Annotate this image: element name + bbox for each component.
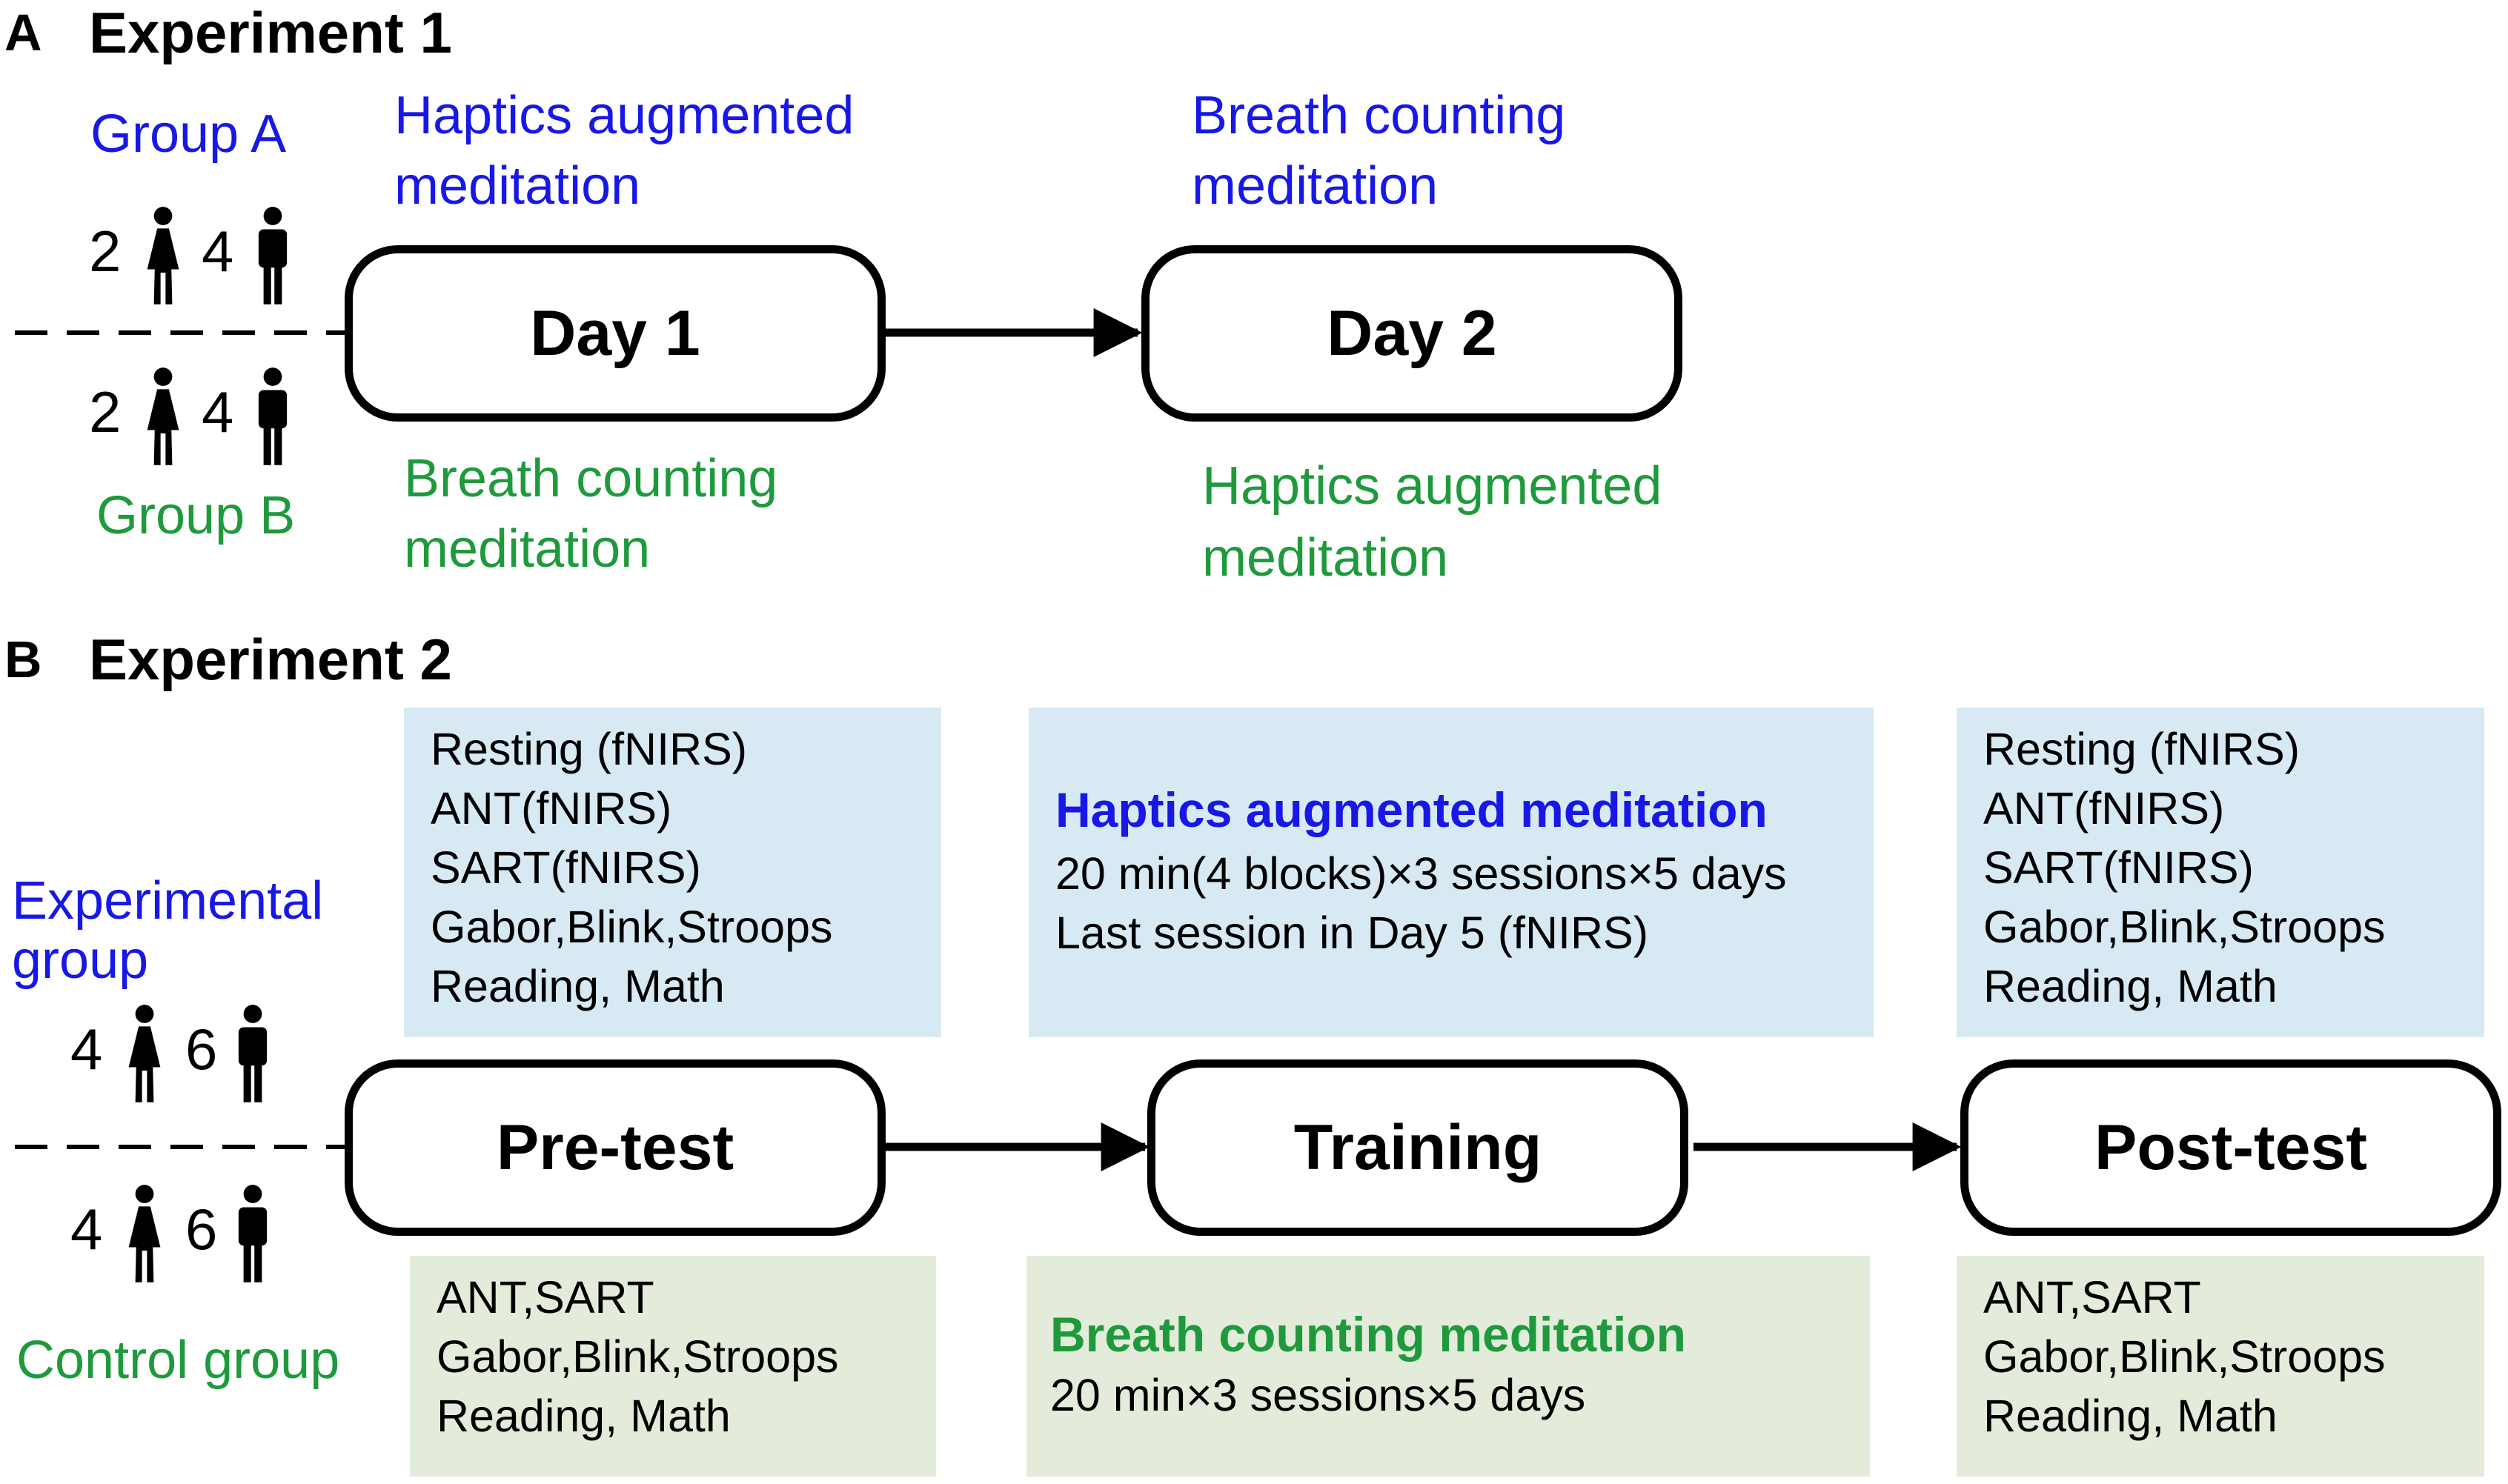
pretest-experimental-item: ANT(fNIRS) — [431, 783, 672, 833]
exp2-experimental-group-label-line2: group — [12, 931, 149, 990]
posttest-control-info-box: ANT,SART Gabor,Blink,Stroops Reading, Ma… — [1957, 1256, 2484, 1477]
exp1-group-a-female-count: 2 — [89, 219, 122, 284]
training-control-heading: Breath counting meditation — [1050, 1307, 1686, 1362]
stage-posttest-node: Post-test — [1960, 1059, 2501, 1236]
exp1-group-a-female-icon — [147, 207, 179, 305]
exp1-group-b-male-count: 4 — [202, 379, 234, 445]
exp1-group-a-male-icon — [258, 207, 288, 305]
stage-pretest-label: Pre-test — [496, 1111, 734, 1183]
pretest-control-info-box: ANT,SART Gabor,Blink,Stroops Reading, Ma… — [410, 1256, 936, 1477]
exp1-day2-group-a-condition-line2: meditation — [1192, 156, 1439, 216]
exp2-experimental-male-count: 6 — [185, 1016, 218, 1082]
exp1-day1-group-b-condition-line2: meditation — [404, 519, 651, 579]
posttest-experimental-item: Reading, Math — [1983, 961, 2278, 1011]
posttest-control-item: Reading, Math — [1983, 1391, 2278, 1441]
exp1-day2-group-b-condition-line1: Haptics augmented — [1202, 456, 1662, 516]
pretest-experimental-item: Gabor,Blink,Stroops — [431, 902, 833, 952]
pretest-control-item: Gabor,Blink,Stroops — [437, 1331, 839, 1382]
exp1-group-a-label: Group A — [90, 104, 287, 164]
pretest-experimental-info-box: Resting (fNIRS) ANT(fNIRS) SART(fNIRS) G… — [404, 708, 941, 1037]
exp2-control-male-count: 6 — [185, 1197, 218, 1262]
exp1-day1-group-b-condition-line1: Breath counting — [404, 449, 778, 508]
stage-pretest-node: Pre-test — [345, 1059, 886, 1236]
pretest-experimental-item: Resting (fNIRS) — [431, 724, 748, 774]
exp1-group-b-label: Group B — [96, 486, 296, 545]
pretest-experimental-item: Reading, Math — [431, 961, 725, 1011]
training-experimental-item: 20 min(4 blocks)×3 sessions×5 days — [1055, 848, 1787, 899]
posttest-control-item: ANT,SART — [1983, 1272, 2201, 1322]
posttest-experimental-item: SART(fNIRS) — [1983, 842, 2254, 893]
posttest-control-item: Gabor,Blink,Stroops — [1983, 1331, 2386, 1382]
exp2-control-female-count: 4 — [70, 1197, 103, 1262]
exp1-day1-node: Day 1 — [345, 245, 886, 422]
exp1-group-b-male-icon — [258, 367, 288, 465]
exp1-group-b-female-icon — [147, 367, 179, 465]
exp2-title: Experiment 2 — [89, 627, 452, 692]
pretest-experimental-item: SART(fNIRS) — [431, 842, 701, 893]
posttest-experimental-info-box: Resting (fNIRS) ANT(fNIRS) SART(fNIRS) G… — [1957, 708, 2484, 1037]
exp2-control-group-label: Control group — [16, 1331, 340, 1390]
stage-posttest-label: Post-test — [2094, 1111, 2367, 1183]
exp2-control-female-icon — [128, 1185, 161, 1282]
exp2-panel-letter: B — [4, 630, 42, 688]
exp1-day2-label: Day 2 — [1327, 297, 1497, 369]
stage-training-node: Training — [1147, 1059, 1688, 1236]
training-experimental-info-box: Haptics augmented meditation 20 min(4 bl… — [1029, 708, 1874, 1037]
exp1-day1-label: Day 1 — [530, 297, 700, 369]
exp1-day2-group-a-condition-line1: Breath counting — [1192, 86, 1566, 145]
exp1-group-b-female-count: 2 — [89, 379, 122, 445]
exp2-experimental-female-icon — [128, 1005, 161, 1102]
pretest-control-item: ANT,SART — [437, 1272, 654, 1322]
exp1-day2-group-b-condition-line2: meditation — [1202, 528, 1449, 588]
posttest-experimental-item: ANT(fNIRS) — [1983, 783, 2225, 833]
pretest-control-item: Reading, Math — [437, 1391, 731, 1441]
exp1-group-a-male-count: 4 — [202, 219, 234, 284]
exp2-experimental-female-count: 4 — [70, 1016, 103, 1082]
training-experimental-item: Last session in Day 5 (fNIRS) — [1055, 908, 1649, 958]
exp1-day2-node: Day 2 — [1141, 245, 1682, 422]
exp1-title: Experiment 1 — [89, 0, 452, 65]
exp1-day1-group-a-condition-line2: meditation — [394, 156, 641, 216]
exp2-experimental-group-label-line1: Experimental — [12, 871, 324, 931]
exp1-day1-group-a-condition-line1: Haptics augmented — [394, 86, 855, 145]
exp2-control-male-icon — [238, 1185, 268, 1282]
training-control-info-box: Breath counting meditation 20 min×3 sess… — [1026, 1256, 1870, 1477]
stage-training-label: Training — [1293, 1111, 1542, 1183]
training-experimental-heading: Haptics augmented meditation — [1055, 782, 1768, 837]
exp1-panel-letter: A — [4, 4, 42, 61]
posttest-experimental-item: Resting (fNIRS) — [1983, 724, 2300, 774]
training-control-item: 20 min×3 sessions×5 days — [1050, 1370, 1586, 1420]
exp2-experimental-male-icon — [238, 1005, 268, 1102]
posttest-experimental-item: Gabor,Blink,Stroops — [1983, 902, 2386, 952]
